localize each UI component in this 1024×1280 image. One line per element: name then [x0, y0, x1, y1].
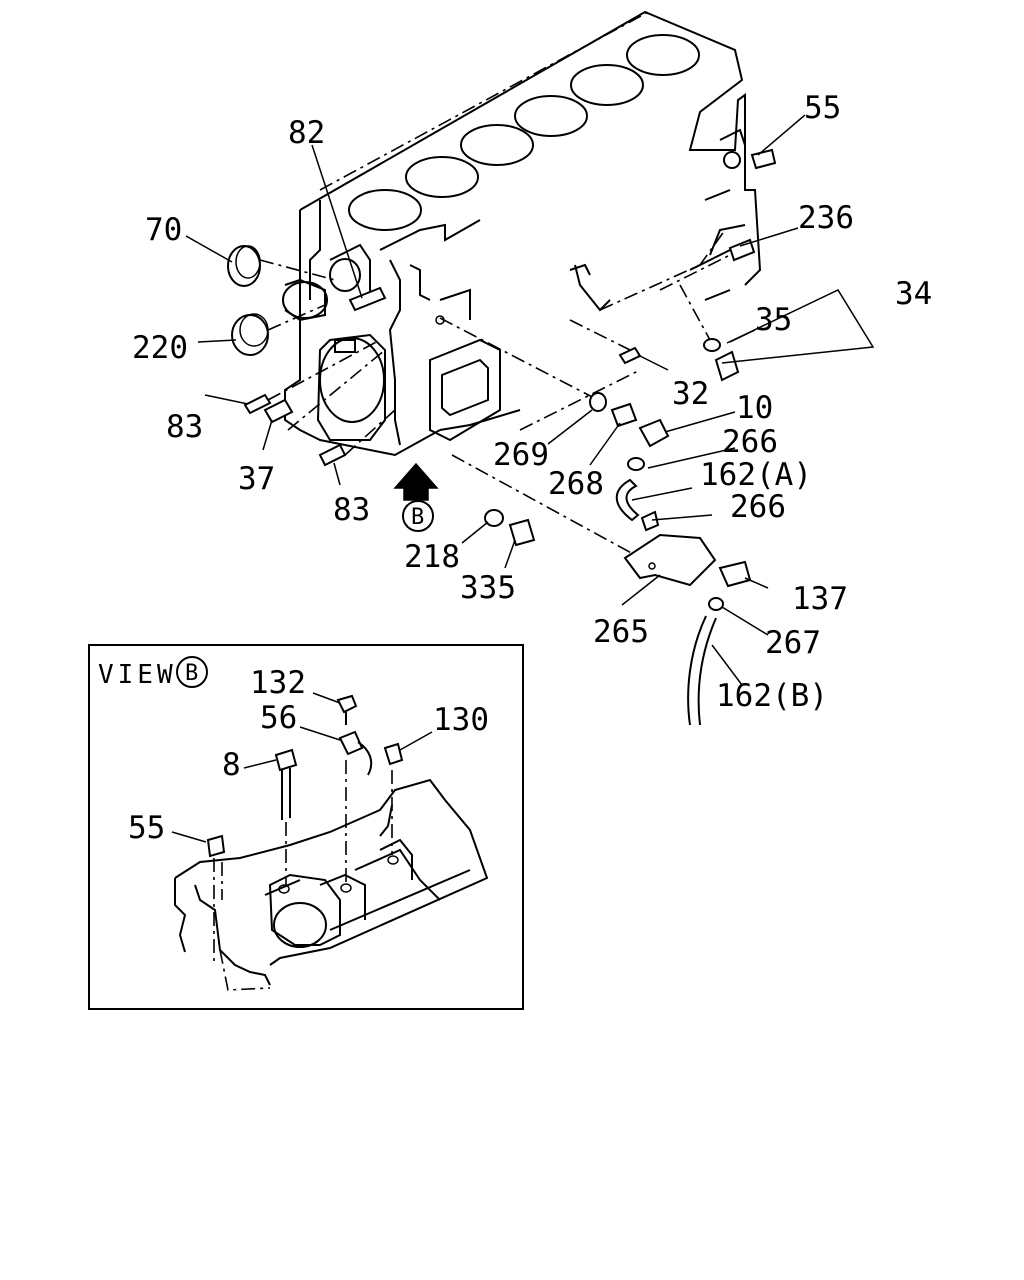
label-83-upper: 83 — [166, 409, 203, 445]
label-236: 236 — [798, 200, 854, 236]
label-55: 55 — [804, 90, 841, 126]
leader-lines — [185, 114, 875, 686]
label-34: 34 — [895, 276, 932, 312]
label-267: 267 — [765, 625, 821, 661]
label-218: 218 — [404, 539, 460, 575]
view-label-56: 56 — [260, 700, 297, 736]
view-b-marker: B — [402, 500, 434, 532]
bolt-132 — [336, 694, 358, 714]
cap-130 — [383, 742, 404, 766]
label-266-lower: 266 — [730, 489, 786, 525]
label-70: 70 — [145, 212, 182, 248]
label-32: 32 — [672, 376, 709, 412]
label-82: 82 — [288, 115, 325, 151]
view-b-arrow — [393, 462, 439, 501]
parts — [227, 148, 777, 726]
label-10: 10 — [736, 390, 773, 426]
part-labels: 55 236 34 35 82 70 220 83 37 83 32 10 26… — [132, 90, 932, 714]
label-269: 269 — [493, 437, 549, 473]
bolt-8 — [274, 748, 298, 772]
engine-block — [282, 9, 762, 457]
label-35: 35 — [755, 302, 792, 338]
view-b-inset: VIEW B — [88, 644, 524, 1010]
label-137: 137 — [792, 581, 848, 617]
view-label-8: 8 — [222, 747, 241, 783]
label-162b: 162(B) — [716, 678, 828, 714]
view-label-130: 130 — [433, 702, 489, 738]
view-label-132: 132 — [250, 665, 306, 701]
assembly-lines — [259, 229, 741, 556]
label-268: 268 — [548, 466, 604, 502]
label-335: 335 — [460, 570, 516, 606]
label-37: 37 — [238, 461, 275, 497]
label-266-upper: 266 — [722, 424, 778, 460]
view-b-marker-letter: B — [411, 505, 424, 530]
view-b-title: VIEW — [98, 660, 177, 690]
label-265: 265 — [593, 614, 649, 650]
label-162a: 162(A) — [700, 457, 812, 493]
view-b-frame — [88, 644, 524, 1010]
label-83-lower: 83 — [333, 492, 370, 528]
label-220: 220 — [132, 330, 188, 366]
view-label-55: 55 — [128, 810, 165, 846]
plug-55 — [206, 834, 226, 858]
clip-56 — [338, 730, 364, 756]
view-b-title-marker: B — [185, 661, 198, 686]
